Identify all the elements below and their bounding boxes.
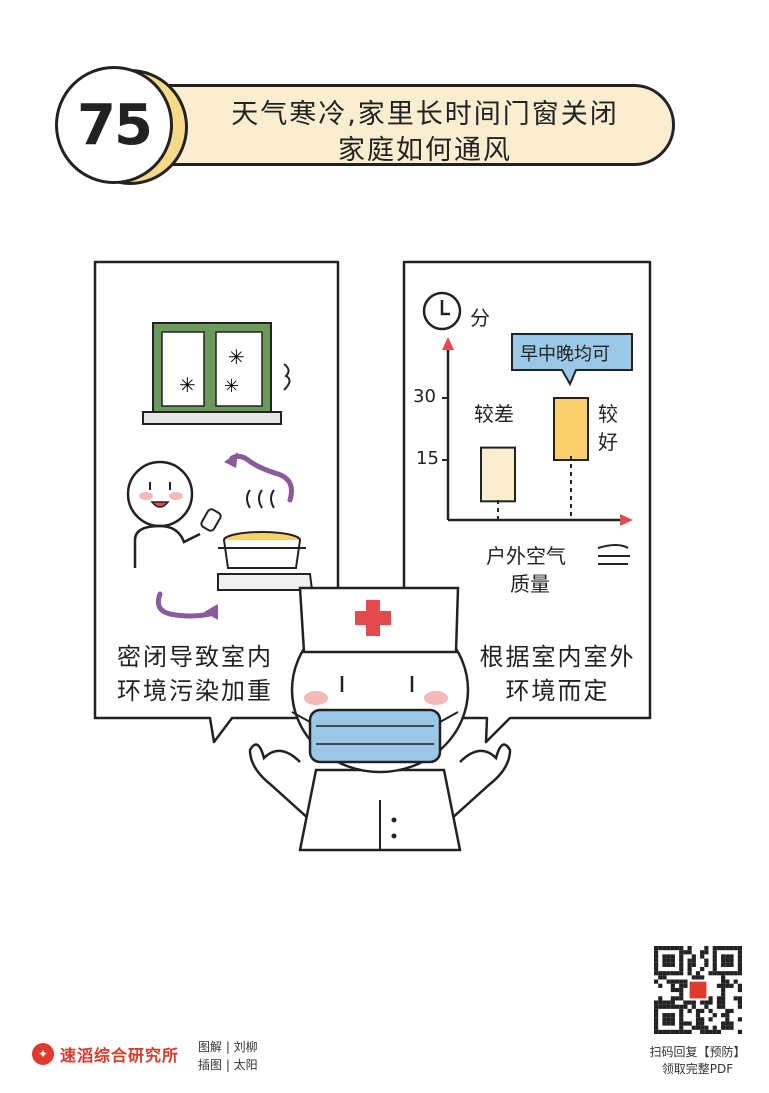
callout-text: 早中晚均可 bbox=[520, 344, 610, 365]
wind-icon bbox=[597, 544, 630, 565]
smoke-arrow-icon bbox=[155, 453, 294, 619]
bar-较好 bbox=[553, 397, 589, 461]
x-axis-label-1: 户外空气 bbox=[486, 544, 566, 568]
chart-bars bbox=[480, 397, 589, 503]
left-caption-line-1: 密闭导致室内 bbox=[117, 643, 273, 671]
y-axis-arrow-icon bbox=[442, 337, 454, 350]
svg-text:✳: ✳ bbox=[224, 376, 239, 397]
right-caption-line-1: 根据室内室外 bbox=[479, 643, 636, 671]
right-caption: 根据室内室外 环境而定 bbox=[470, 640, 645, 708]
bar-较差 bbox=[480, 446, 516, 503]
arrowhead-right-icon bbox=[204, 604, 218, 620]
credits: 图解 | 刘柳 插图 | 太阳 bbox=[198, 1038, 258, 1074]
org-name: 速滔综合研究所 bbox=[60, 1046, 180, 1065]
title-line-1: 天气寒冷,家里长时间门窗关闭 bbox=[231, 99, 619, 130]
svg-text:✳: ✳ bbox=[228, 345, 245, 369]
y-axis-unit: 分 bbox=[470, 306, 490, 330]
logo-icon: ✦ bbox=[32, 1043, 54, 1065]
title-line-2: 家庭如何通风 bbox=[338, 135, 512, 166]
left-caption-line-2: 环境污染加重 bbox=[117, 677, 273, 705]
y-tick-30: 30 bbox=[413, 386, 436, 407]
qr-code-icon[interactable] bbox=[654, 946, 742, 1034]
number-badge: 75 bbox=[55, 66, 173, 184]
window-icon: ✳ ✳ ✳ bbox=[142, 322, 291, 425]
item-number: 75 bbox=[77, 92, 153, 158]
credit-line-1: 图解 | 刘柳 bbox=[198, 1040, 258, 1054]
callout-bubble bbox=[511, 333, 633, 387]
org-logo: ✦ 速滔综合研究所 bbox=[32, 1042, 179, 1066]
y-tick-15: 15 bbox=[416, 448, 439, 469]
qr-caption: 扫码回复【预防】 领取完整PDF bbox=[630, 1044, 765, 1078]
nurse-illustration bbox=[248, 586, 512, 852]
bar-label-poor: 较差 bbox=[474, 402, 514, 426]
arrowhead-up-icon bbox=[224, 452, 238, 468]
title-banner bbox=[120, 84, 675, 166]
bar-label-good-1: 较 bbox=[598, 402, 618, 426]
pot-icon bbox=[217, 489, 314, 591]
person-icon bbox=[126, 460, 222, 568]
left-caption: 密闭导致室内 环境污染加重 bbox=[100, 640, 290, 708]
bar-label-good-2: 好 bbox=[598, 430, 618, 454]
qr-caption-line-2: 领取完整PDF bbox=[661, 1062, 734, 1076]
svg-text:✳: ✳ bbox=[179, 373, 196, 397]
x-axis-arrow-icon bbox=[620, 514, 633, 526]
qr-caption-line-1: 扫码回复【预防】 bbox=[649, 1045, 746, 1059]
right-caption-line-2: 环境而定 bbox=[505, 677, 610, 705]
x-axis-label-2: 质量 bbox=[510, 572, 550, 596]
credit-line-2: 插图 | 太阳 bbox=[198, 1058, 258, 1072]
